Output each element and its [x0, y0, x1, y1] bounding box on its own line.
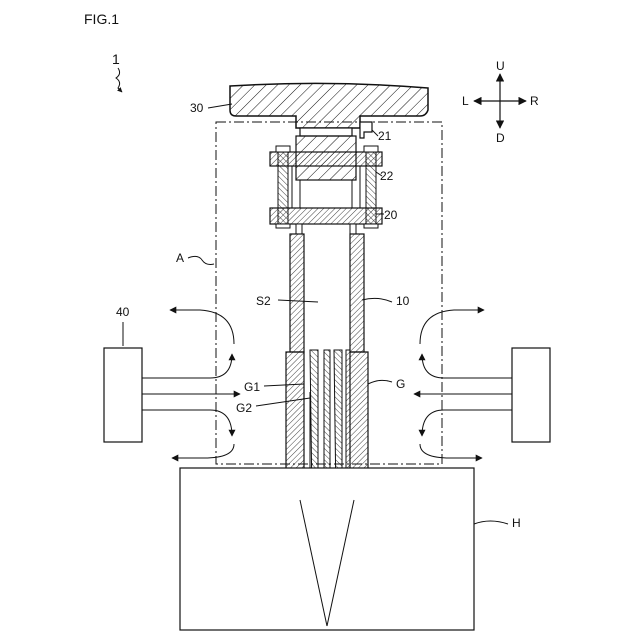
dir-up: U — [496, 59, 505, 73]
dir-down: D — [496, 131, 505, 145]
label-gap-1: G1 — [244, 380, 260, 394]
robot-arm — [230, 83, 428, 128]
direction-compass: U D L R — [462, 59, 539, 145]
label-clamp: 20 — [384, 208, 398, 222]
leader-workpiece — [474, 521, 508, 524]
device-leader-line — [116, 68, 122, 92]
label-bracket: 22 — [380, 169, 394, 183]
label-blower: 40 — [116, 305, 130, 319]
label-workpiece: H — [512, 516, 521, 530]
nozzle-body — [290, 224, 364, 352]
label-gap-2: G2 — [236, 401, 252, 415]
label-nozzle-body: 10 — [396, 294, 410, 308]
leader-robot-arm — [208, 104, 232, 108]
label-inner-space: S2 — [256, 294, 271, 308]
workpiece — [180, 468, 474, 630]
blower-left — [104, 348, 142, 442]
label-connector: 21 — [378, 129, 392, 143]
label-robot-arm: 30 — [190, 101, 204, 115]
airflow-left — [142, 310, 240, 458]
device-number: 1 — [112, 51, 120, 67]
figure-title: FIG.1 — [84, 11, 119, 27]
clamp-20 — [270, 208, 382, 228]
dir-right: R — [530, 94, 539, 108]
dir-left: L — [462, 94, 469, 108]
leader-gap-outer — [368, 380, 392, 384]
label-region: A — [176, 251, 184, 265]
leader-nozzle-body — [362, 298, 392, 302]
label-gap-outer: G — [396, 377, 405, 391]
airflow-right — [414, 310, 512, 458]
leader-region — [188, 256, 214, 264]
blower-right — [512, 348, 550, 442]
